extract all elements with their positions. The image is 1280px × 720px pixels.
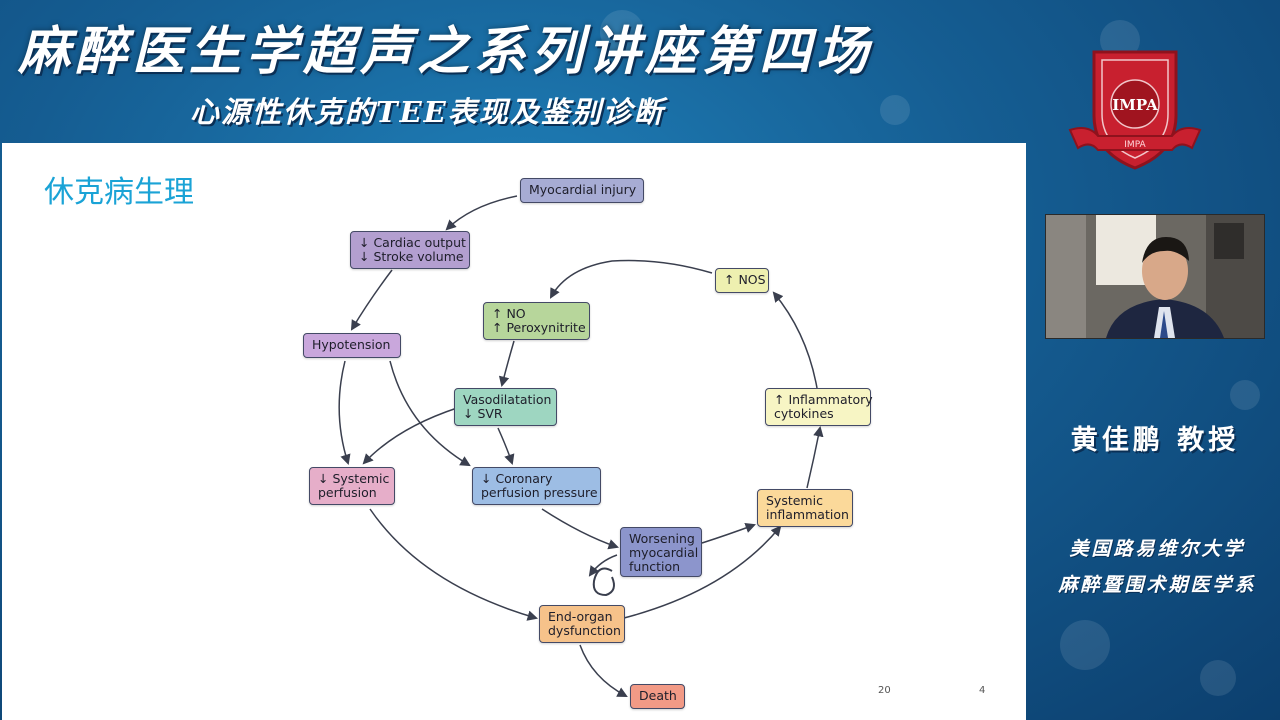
node-systemic-inflammation: Systemic inflammation (757, 489, 853, 527)
node-death: Death (630, 684, 685, 709)
arrow-injury-to-output (445, 195, 518, 231)
bokeh-decoration (1200, 660, 1236, 696)
arrow-hypotension-to-perfusion (338, 360, 351, 466)
impa-logo: IMPA IMPA (1068, 50, 1202, 170)
arrow-endorgan-to-death (579, 644, 628, 697)
svg-text:IMPA: IMPA (1124, 140, 1146, 150)
shock-pathophysiology-arrows (338, 195, 824, 697)
bokeh-decoration (1060, 620, 1110, 670)
node-vasodilatation: Vasodilatation ↓ SVR (454, 388, 557, 426)
lecture-series-title: 麻醉医生学超声之系列讲座第四场 (18, 21, 874, 82)
presenter-name: 黄佳鹏 教授 (1070, 425, 1240, 456)
bokeh-decoration (1230, 380, 1260, 410)
node-myocardial-injury: Myocardial injury (520, 178, 644, 203)
arrow-vasodilatation-to-perfusion (362, 407, 458, 465)
arrow-perfusion-to-endorgan (369, 508, 539, 621)
presentation-slide: 休克病生理 Myocardial i (2, 143, 1026, 720)
arrow-nos-to-no (549, 259, 713, 299)
arrow-cytokines-to-nos (772, 291, 818, 389)
lecture-subtitle: 心源性休克的TEE表现及鉴别诊断 (190, 95, 665, 129)
arrow-inflammation-to-cytokines (806, 425, 824, 489)
node-inflammatory-cytokines: ↑ Inflammatory cytokines (765, 388, 873, 426)
node-systemic-perfusion: ↓ Systemic perfusion (309, 467, 395, 505)
bokeh-decoration (880, 95, 910, 125)
slide-page-number: 4 (979, 685, 986, 696)
node-cardiac-output: ↓ Cardiac output ↓ Stroke volume (350, 231, 470, 269)
arrow-worsening-to-inflammation (701, 522, 756, 544)
arrow-coronary-to-worsening (541, 508, 619, 550)
self-loop-icon (592, 567, 615, 597)
arrow-output-to-hypotension (350, 269, 393, 331)
reference-number: 20 (878, 685, 891, 696)
presenter-webcam (1045, 214, 1265, 339)
node-end-organ-dysfunction: End-organ dysfunction (539, 605, 625, 643)
node-nos: ↑ NOS (715, 268, 769, 293)
node-worsening-function: Worsening myocardial function (620, 527, 702, 577)
affiliation-department: 麻醉暨围术期医学系 (1058, 574, 1257, 596)
node-coronary-perfusion: ↓ Coronary perfusion pressure (472, 467, 601, 505)
presenter-video-icon (1046, 215, 1264, 338)
node-hypotension: Hypotension (303, 333, 401, 358)
arrow-worsening-to-endorgan (588, 554, 618, 577)
slide-title: 休克病生理 (44, 175, 194, 210)
arrow-hypotension-to-coronary (389, 360, 471, 467)
node-no-peroxynitrite: ↑ NO ↑ Peroxynitrite (483, 302, 590, 340)
arrow-no-to-vasodilatation (498, 340, 515, 388)
arrow-endorgan-to-inflammation (623, 525, 782, 619)
svg-text:IMPA: IMPA (1112, 96, 1158, 114)
affiliation-university: 美国路易维尔大学 (1069, 538, 1246, 560)
arrow-vasodilatation-to-coronary (497, 427, 515, 465)
bokeh-decoration (600, 10, 644, 54)
